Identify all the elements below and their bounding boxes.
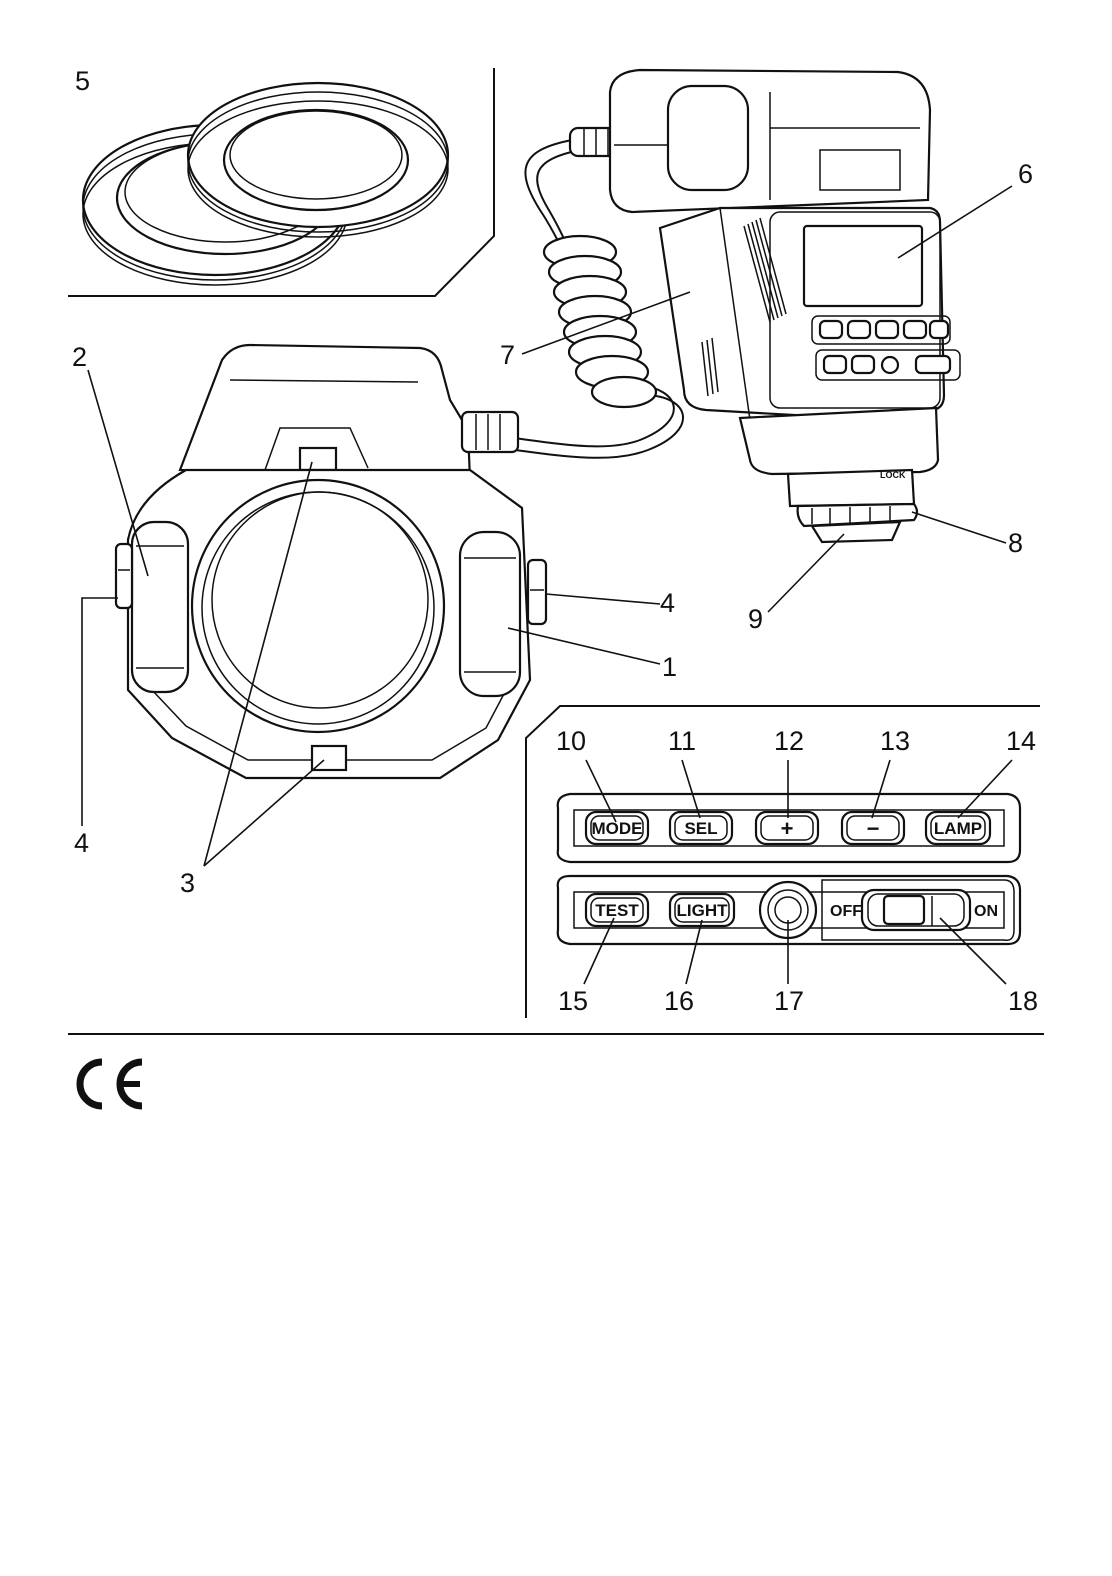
- lens-opening-outer: [192, 480, 444, 732]
- test-button-label: TEST: [595, 901, 639, 920]
- mode-button-label: MODE: [592, 819, 643, 838]
- label-2: 2: [72, 342, 87, 372]
- label-10: 10: [556, 726, 586, 756]
- plus-button-label: +: [781, 816, 794, 841]
- ce-mark-icon: [80, 1062, 142, 1106]
- af-illuminator-top: [300, 448, 336, 470]
- lamp-button[interactable]: LAMP: [926, 812, 990, 844]
- cord-connector: [462, 412, 518, 452]
- label-1: 1: [662, 652, 677, 682]
- label-15: 15: [558, 986, 588, 1016]
- label-13: 13: [880, 726, 910, 756]
- label-8: 8: [1008, 528, 1023, 558]
- label-18: 18: [1008, 986, 1038, 1016]
- minus-button-label: −: [867, 816, 880, 841]
- label-14: 14: [1006, 726, 1036, 756]
- release-button-left: [116, 544, 132, 608]
- flash-control-unit: LOCK: [610, 70, 960, 542]
- mounting-foot: [812, 522, 900, 542]
- plus-button[interactable]: +: [756, 812, 818, 844]
- label-6: 6: [1018, 159, 1033, 189]
- label-16: 16: [664, 986, 694, 1016]
- ring-flash-unit: [116, 345, 546, 778]
- label-17: 17: [774, 986, 804, 1016]
- sel-button[interactable]: SEL: [670, 812, 732, 844]
- test-button[interactable]: TEST: [586, 894, 648, 926]
- label-7: 7: [500, 340, 515, 370]
- label-5: 5: [75, 66, 90, 96]
- power-switch-on-label: ON: [974, 903, 998, 920]
- cord-coils: [544, 236, 656, 407]
- sel-button-label: SEL: [684, 819, 717, 838]
- release-button-right: [528, 560, 546, 624]
- mode-button[interactable]: MODE: [586, 812, 648, 844]
- light-button-label: LIGHT: [677, 901, 729, 920]
- label-4-left: 4: [74, 828, 89, 858]
- label-9: 9: [748, 604, 763, 634]
- lcd-panel: [804, 226, 922, 306]
- label-3: 3: [180, 868, 195, 898]
- lamp-button-label: LAMP: [934, 819, 982, 838]
- label-12: 12: [774, 726, 804, 756]
- power-switch-off-label: OFF: [830, 903, 862, 920]
- label-4-right: 4: [660, 588, 675, 618]
- label-11: 11: [668, 726, 696, 756]
- adapter-rings-panel: [68, 68, 494, 296]
- lock-mark: LOCK: [880, 470, 906, 480]
